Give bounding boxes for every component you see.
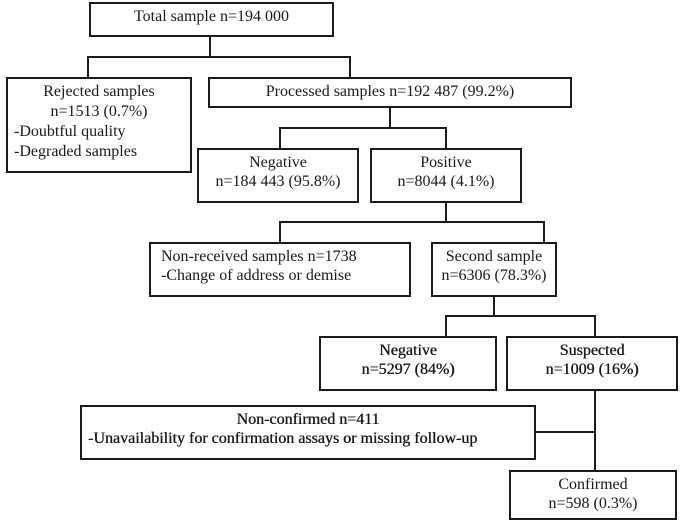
node-non-received-reason: -Change of address or demise — [161, 267, 352, 284]
node-non-confirmed: Non-confirmed n=411 -Unavailability for … — [80, 405, 536, 460]
node-rejected-count: n=1513 (0.7%) — [50, 103, 148, 120]
node-suspected-title: Suspected — [559, 342, 625, 359]
node-suspected-count: n=1009 (16%) — [545, 361, 639, 378]
node-rejected-reason-quality: -Doubtful quality — [14, 123, 126, 140]
node-positive: Positive n=8044 (4.1%) — [370, 148, 522, 203]
node-rejected-title: Rejected samples — [43, 83, 155, 100]
node-negative-second-title: Negative — [379, 342, 437, 359]
node-non-received-title: Non-received samples n=1738 — [161, 248, 357, 265]
node-total-sample: Total sample n=194 000 — [89, 2, 334, 37]
node-confirmed-title: Confirmed — [558, 476, 628, 493]
node-second-count: n=6306 (78.3%) — [441, 267, 547, 284]
node-non-received-samples: Non-received samples n=1738 -Change of a… — [149, 242, 411, 297]
node-positive-title: Positive — [420, 154, 472, 171]
node-negative-first-count: n=184 443 (95.8%) — [215, 173, 341, 190]
connector-second-split — [445, 315, 596, 336]
node-rejected-reason-degraded: -Degraded samples — [14, 143, 138, 160]
node-non-confirmed-title: Non-confirmed n=411 — [236, 411, 380, 428]
node-second-sample: Second sample n=6306 (78.3%) — [431, 242, 557, 297]
node-processed-samples: Processed samples n=192 487 (99.2%) — [208, 77, 572, 108]
node-negative-second-count: n=5297 (84%) — [361, 361, 455, 378]
node-negative-second: Negative n=5297 (84%) — [319, 336, 497, 391]
node-confirmed: Confirmed n=598 (0.3%) — [509, 470, 677, 520]
node-suspected: Suspected n=1009 (16%) — [506, 336, 678, 391]
node-negative-first-title: Negative — [249, 154, 307, 171]
node-rejected-samples: Rejected samples n=1513 (0.7%) -Doubtful… — [6, 77, 192, 173]
connector-total-split — [87, 56, 351, 77]
node-negative-first: Negative n=184 443 (95.8%) — [197, 148, 359, 203]
node-positive-count: n=8044 (4.1%) — [397, 173, 495, 190]
node-total-label: Total sample n=194 000 — [134, 8, 289, 25]
node-processed-label: Processed samples n=192 487 (99.2%) — [265, 83, 515, 100]
node-non-confirmed-reason: -Unavailability for confirmation assays … — [88, 430, 478, 447]
node-second-title: Second sample — [445, 248, 543, 265]
connector-processed-split — [279, 127, 447, 148]
node-confirmed-count: n=598 (0.3%) — [548, 495, 638, 512]
connector-positive-split — [279, 221, 545, 242]
